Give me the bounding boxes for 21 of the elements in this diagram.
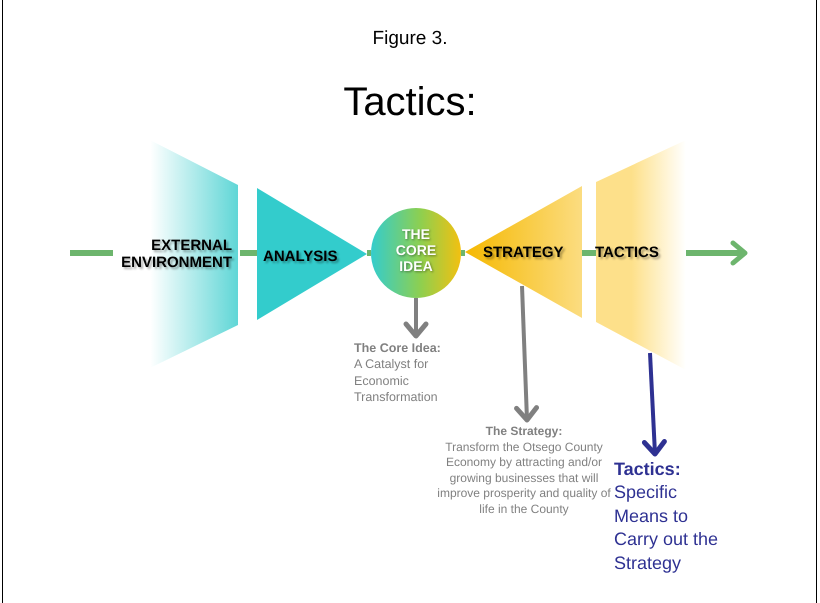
arrow [514,286,540,422]
arrow [642,352,667,456]
note-heading: Tactics: [614,458,681,481]
stage-label: THE CORE IDEA [394,226,438,274]
stage-label: EXTERNAL ENVIRONMENT [120,237,232,272]
note-text: Transform the Otsego County Economy by attracting and/or growing businesses that will improve prosperity and quality of life in the County [436,440,612,518]
triangle-shape [465,186,582,318]
arrow [404,298,428,338]
figure-number: Figure 3. [372,28,448,50]
triangle-shape [257,188,367,320]
stage-label: ANALYSIS [263,248,338,266]
note-text: A Catalyst for Economic Transformation [354,356,439,405]
circle-shape [371,208,461,298]
title: Tactics: [343,80,477,124]
note-text: Specific Means to Carry out the Strategy [614,481,720,575]
arrow [686,240,748,266]
note-heading: The Core Idea: [354,340,441,356]
trapezoid-shape [596,140,686,370]
stage-label: TACTICS [595,244,659,262]
note-heading: The Strategy: [486,424,562,440]
stage-label: STRATEGY [483,244,564,262]
